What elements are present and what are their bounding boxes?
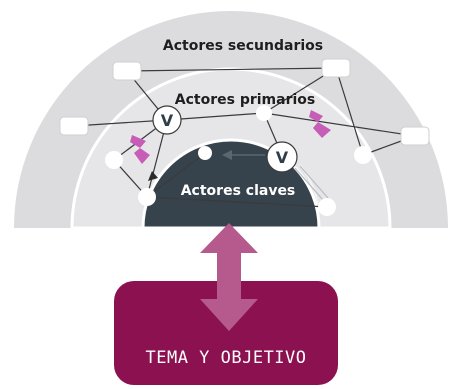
lightning-bolt-icon: [130, 135, 150, 164]
actor-node: [256, 105, 272, 121]
middle-ring-label: Actores primarios: [175, 92, 315, 108]
lightning-bolt-icon: [309, 110, 331, 138]
goal-box-label: TEMA Y OBJETIVO: [145, 348, 306, 368]
double-headed-arrow: [200, 223, 258, 331]
actor-node: [138, 188, 156, 206]
secondary-actor-node: [321, 58, 351, 78]
svg-text:V: V: [276, 148, 289, 167]
core-double-line: [294, 167, 324, 201]
secondary-actor-node: [59, 116, 89, 136]
influence-arrow-small: [148, 171, 158, 181]
actor-node: [318, 198, 336, 216]
inner-core-label: Actores claves: [181, 183, 296, 199]
outer-ring-label: Actores secundarios: [163, 38, 323, 54]
actor-node: [354, 146, 372, 164]
veto-circle-icon: V: [266, 141, 298, 173]
actor-node: [105, 151, 123, 169]
secondary-actor-node: [112, 61, 142, 81]
core-double-line-2: [299, 165, 329, 199]
veto-circle-icon: V: [152, 105, 182, 135]
influence-arrow: [222, 150, 265, 160]
goal-box: [114, 281, 338, 385]
svg-text:V: V: [161, 111, 174, 130]
secondary-actor-node: [400, 126, 430, 146]
actor-node: [198, 146, 212, 160]
